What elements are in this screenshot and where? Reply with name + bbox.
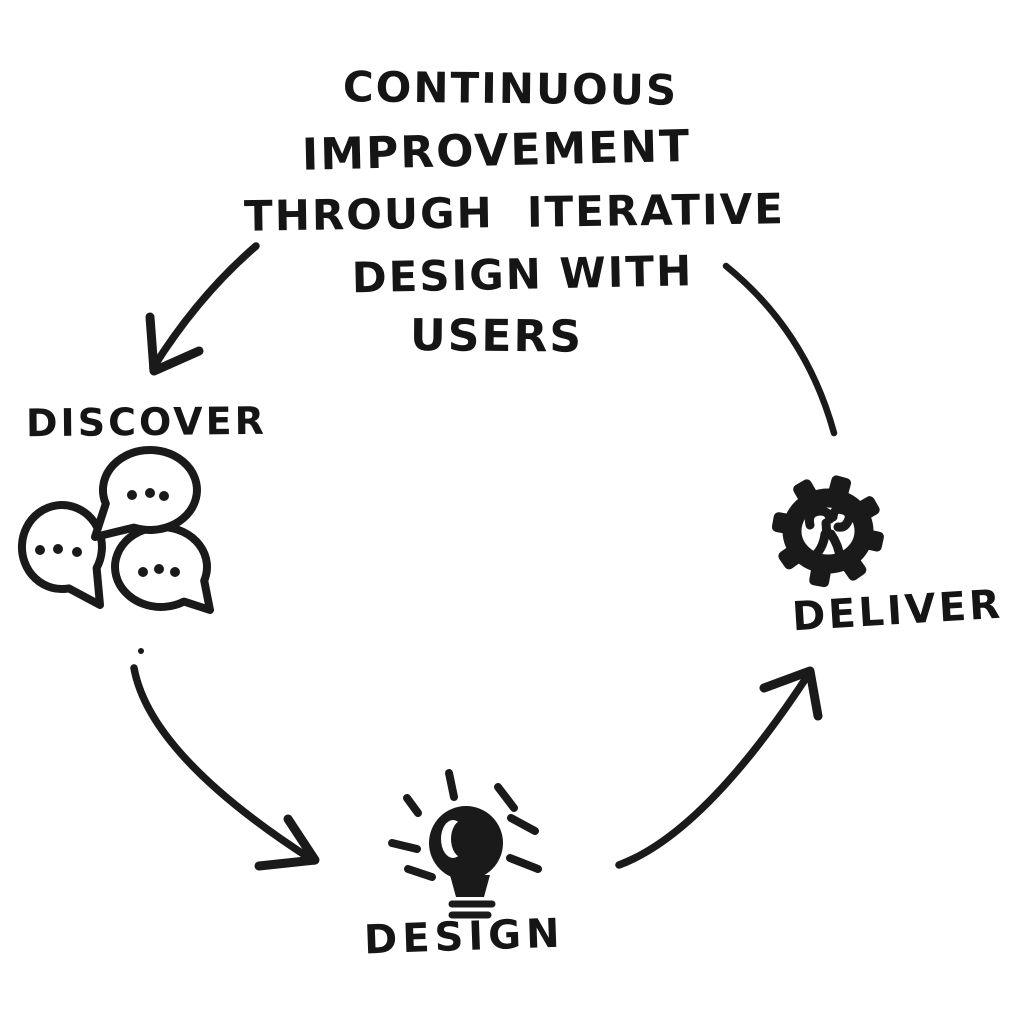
title-line-5: USERS	[409, 310, 584, 363]
lightbulb-icon	[388, 769, 542, 919]
arrow-discover-to-design	[130, 648, 320, 871]
arrow-design-to-deliver	[615, 666, 823, 869]
stage-label-design: DESIGN	[363, 910, 566, 964]
stage-label-discover: DISCOVER	[25, 398, 268, 446]
diagram-title: CONTINUOUS IMPROVEMENT THROUGH ITERATIVE…	[0, 58, 1021, 368]
gear-wrench-icon	[771, 475, 884, 588]
speech-bubbles-icon	[17, 446, 214, 614]
lightbulb-rays	[388, 769, 542, 881]
wrench-glyph	[805, 504, 854, 563]
